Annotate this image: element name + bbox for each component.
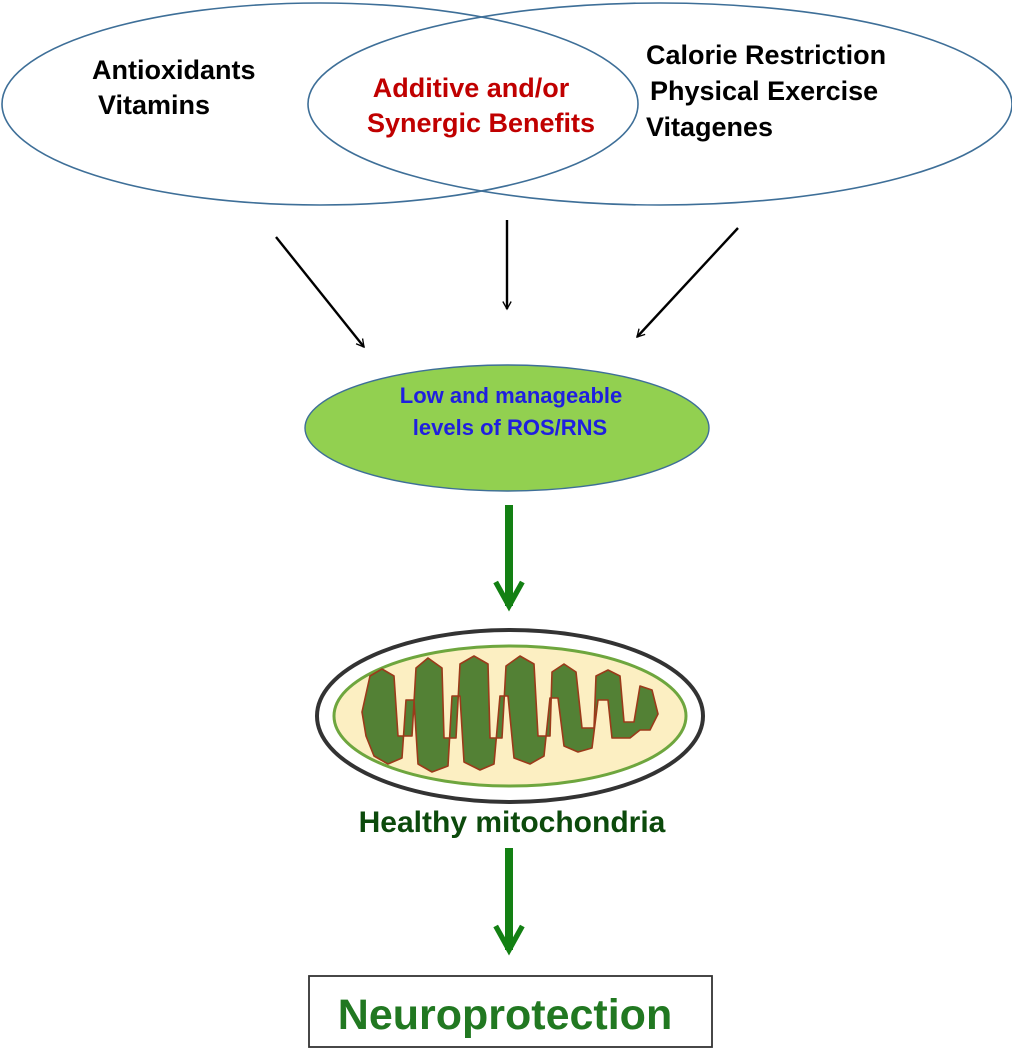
ros-rns-node bbox=[304, 364, 710, 492]
arrow-right-to-node bbox=[636, 227, 739, 339]
left-circle-line-2: Vitamins bbox=[98, 90, 210, 120]
ros-rns-line-2: levels of ROS/RNS bbox=[413, 415, 607, 440]
overlap-line-2: Synergic Benefits bbox=[367, 108, 595, 138]
right-circle-line-1: Calorie Restriction bbox=[646, 40, 886, 70]
neuroprotection-label: Neuroprotection bbox=[338, 991, 672, 1039]
left-circle-line-1: Antioxidants bbox=[92, 55, 256, 85]
ros-rns-line-1: Low and manageable bbox=[400, 383, 623, 408]
right-circle-line-2: Physical Exercise bbox=[650, 76, 878, 106]
overlap-line-1: Additive and/or bbox=[373, 73, 570, 103]
neuroprotection-box bbox=[308, 975, 713, 1048]
arrow-left-to-node bbox=[275, 236, 365, 349]
venn-left-ellipse bbox=[1, 2, 639, 206]
right-circle-line-3: Vitagenes bbox=[646, 112, 773, 142]
mitochondria-label: Healthy mitochondria bbox=[359, 806, 666, 839]
mitochondrion-icon bbox=[315, 628, 705, 804]
venn-right-ellipse bbox=[307, 2, 1012, 206]
